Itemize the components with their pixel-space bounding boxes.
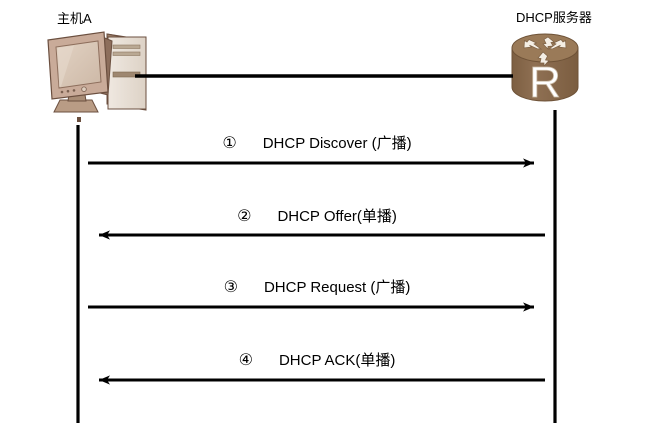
- message-label-4: ④ DHCP ACK(单播): [78, 351, 556, 379]
- message-text-4: DHCP ACK(单播): [278, 352, 396, 369]
- message-text-3: DHCP Request (广播): [263, 279, 411, 296]
- host-label: 主机A: [57, 11, 92, 26]
- message-number-3: ③: [223, 279, 238, 296]
- message-label-1: ① DHCP Discover (广播): [78, 134, 556, 162]
- message-text-1: DHCP Discover (广播): [262, 135, 412, 152]
- router-letter-r: R: [529, 58, 561, 107]
- desktop-computer-icon: [47, 31, 147, 122]
- message-number-4: ④: [238, 352, 253, 369]
- server-label: DHCP服务器: [516, 10, 592, 25]
- message-label-2: ② DHCP Offer(单播): [78, 207, 556, 235]
- router-icon: R: [511, 33, 579, 107]
- message-number-2: ②: [237, 208, 252, 225]
- message-label-3: ③ DHCP Request (广播): [78, 278, 556, 306]
- message-text-2: DHCP Offer(单播): [277, 208, 397, 225]
- message-number-1: ①: [222, 135, 237, 152]
